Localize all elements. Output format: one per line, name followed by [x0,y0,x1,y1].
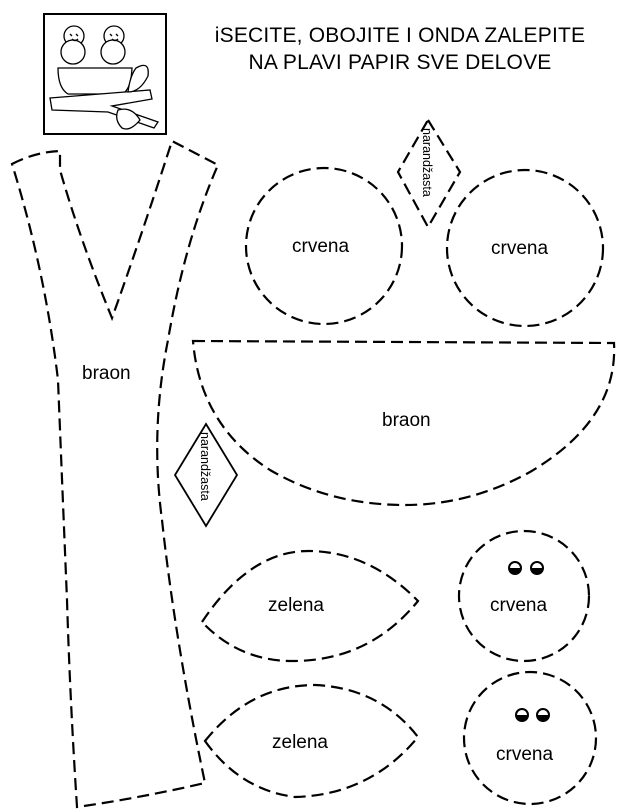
piece-head-top[interactable]: crvena [457,529,591,663]
nest-color-label: braon [382,410,431,431]
piece-leaf-bottom[interactable]: zelena [203,683,420,799]
instructions-title: iSECITE, OBOJITE I ONDA ZALEPITE NA PLAV… [190,22,610,76]
piece-body-right[interactable]: crvena [445,168,605,328]
body-right-outline[interactable] [445,168,605,328]
piece-leaf-top[interactable]: zelena [200,549,420,663]
body-right-color-label: crvena [491,238,548,259]
tree-trunk-outline[interactable] [10,139,220,809]
eyes-icon [515,708,550,722]
preview-picture [43,13,167,135]
beak-left-outline[interactable] [173,422,239,528]
piece-beak-left[interactable]: narandžasta [173,422,239,528]
nest-outline[interactable] [191,339,616,507]
body-left-color-label: crvena [292,236,349,257]
piece-head-bottom[interactable]: crvena [462,670,598,806]
piece-nest[interactable]: braon [191,339,616,507]
body-left-outline[interactable] [244,166,404,326]
beak-left-color-label: narandžasta [198,432,212,501]
instructions-line-2: NA PLAVI PAPIR SVE DELOVE [248,51,552,74]
birds-in-nest-icon [49,25,160,130]
piece-body-left[interactable]: crvena [244,166,404,326]
head-top-color-label: crvena [490,595,547,616]
beak-top-color-label: narandžasta [420,128,434,197]
leaf-top-color-label: zelena [268,595,324,616]
piece-beak-top[interactable]: narandžasta [396,117,462,230]
leaf-bottom-outline[interactable] [203,683,420,799]
leaf-bottom-color-label: zelena [272,732,328,753]
tree-trunk-color-label: braon [82,363,131,384]
leaf-top-outline[interactable] [200,549,420,663]
beak-top-outline[interactable] [396,117,462,230]
instructions-line-1: iSECITE, OBOJITE I ONDA ZALEPITE [214,24,586,47]
head-top-outline[interactable] [457,529,591,663]
head-bottom-outline[interactable] [462,670,598,806]
eyes-icon [508,561,544,575]
piece-tree-trunk[interactable]: braon [10,139,220,809]
head-bottom-color-label: crvena [496,744,553,765]
